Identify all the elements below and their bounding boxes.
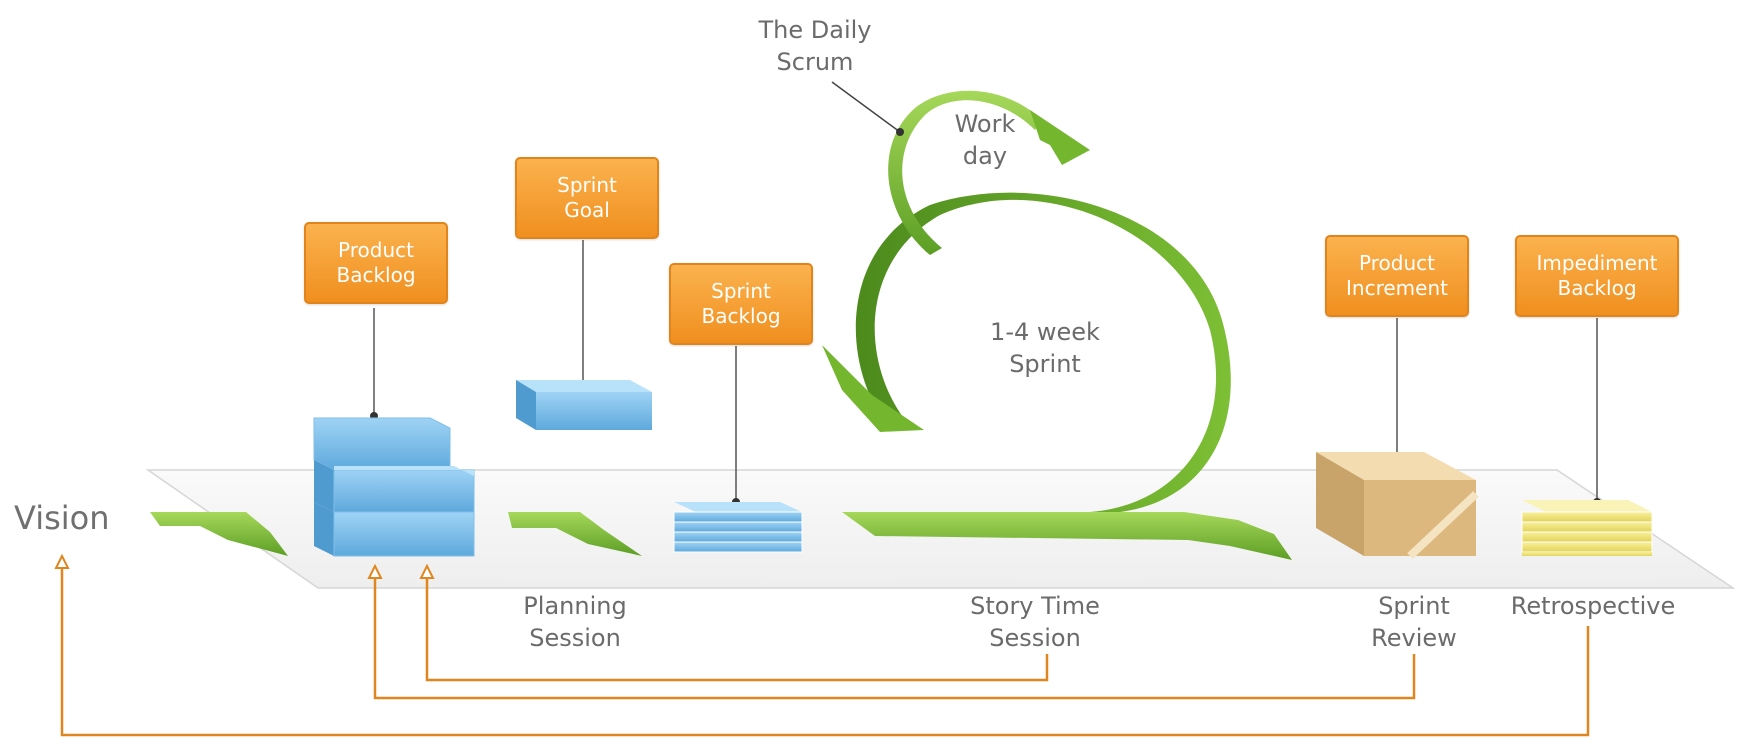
- sprint-length-line1: 1-4 week: [990, 318, 1100, 346]
- daily-scrum-loop-head: [1030, 110, 1090, 165]
- story-time-feedback-line: [425, 574, 1049, 682]
- vision-label: Vision: [14, 499, 110, 537]
- backlog-to-planning-arrow: [508, 512, 642, 556]
- planning-line2: Session: [529, 624, 621, 652]
- impediment-backlog-line1: Impediment: [1536, 251, 1658, 275]
- impediment-backlog-line2: Backlog: [1557, 276, 1637, 300]
- product-backlog-box: Product Backlog: [304, 222, 448, 304]
- product-increment-box-label: Product Increment: [1325, 235, 1469, 317]
- feedback-arrows: [60, 564, 1590, 737]
- vision-to-backlog-arrow: [150, 512, 288, 556]
- sprint-length-label: 1-4 week Sprint: [965, 316, 1125, 380]
- feedback-arrowheads: [54, 553, 435, 579]
- product-increment-line2: Increment: [1346, 276, 1448, 300]
- planning-session-label: Planning Session: [500, 590, 650, 654]
- work-day-line2: day: [962, 142, 1008, 170]
- sprint-goal-box: Sprint Goal: [515, 157, 659, 239]
- daily-scrum-line1: The Daily: [758, 16, 872, 44]
- sprint-review-label: Sprint Review: [1354, 590, 1474, 654]
- story-time-line1: Story Time: [970, 592, 1100, 620]
- daily-scrum-line2: Scrum: [776, 48, 854, 76]
- product-increment-box: [1316, 452, 1479, 559]
- daily-scrum-label: The Daily Scrum: [740, 14, 890, 78]
- impediment-backlog-stack: [1521, 500, 1653, 556]
- daily-scrum-dot: [896, 128, 904, 136]
- sprint-backlog-line2: Backlog: [701, 304, 781, 328]
- product-backlog-blocks: [313, 417, 475, 557]
- story-time-session-label: Story Time Session: [950, 590, 1120, 654]
- retrospective-feedback-line: [60, 564, 1590, 737]
- work-day-line1: Work: [954, 110, 1016, 138]
- sprint-to-review-arrow: [842, 512, 1292, 560]
- sprint-goal-line1: Sprint: [557, 173, 617, 197]
- sprint-backlog-stack: [673, 502, 803, 553]
- retrospective-label: Retrospective: [1510, 592, 1676, 620]
- sprint-goal-block: [516, 380, 652, 430]
- product-backlog-line2: Backlog: [336, 263, 416, 287]
- work-day-label: Work day: [935, 108, 1035, 172]
- product-backlog-line1: Product: [338, 238, 414, 262]
- daily-scrum-pointer: [831, 81, 901, 133]
- sprint-goal-line2: Goal: [564, 198, 610, 222]
- sprint-backlog-line1: Sprint: [711, 279, 771, 303]
- impediment-backlog-box: Impediment Backlog: [1515, 235, 1679, 317]
- sprint-backlog-box: Sprint Backlog: [669, 263, 813, 345]
- review-line1: Sprint: [1378, 592, 1450, 620]
- story-time-line2: Session: [989, 624, 1081, 652]
- product-increment-line1: Product: [1359, 251, 1435, 275]
- sprint-length-line2: Sprint: [1009, 350, 1081, 378]
- planning-line1: Planning: [523, 592, 627, 620]
- sprint-loop-head: [822, 345, 924, 432]
- review-line2: Review: [1371, 624, 1457, 652]
- review-feedback-line: [373, 574, 1416, 700]
